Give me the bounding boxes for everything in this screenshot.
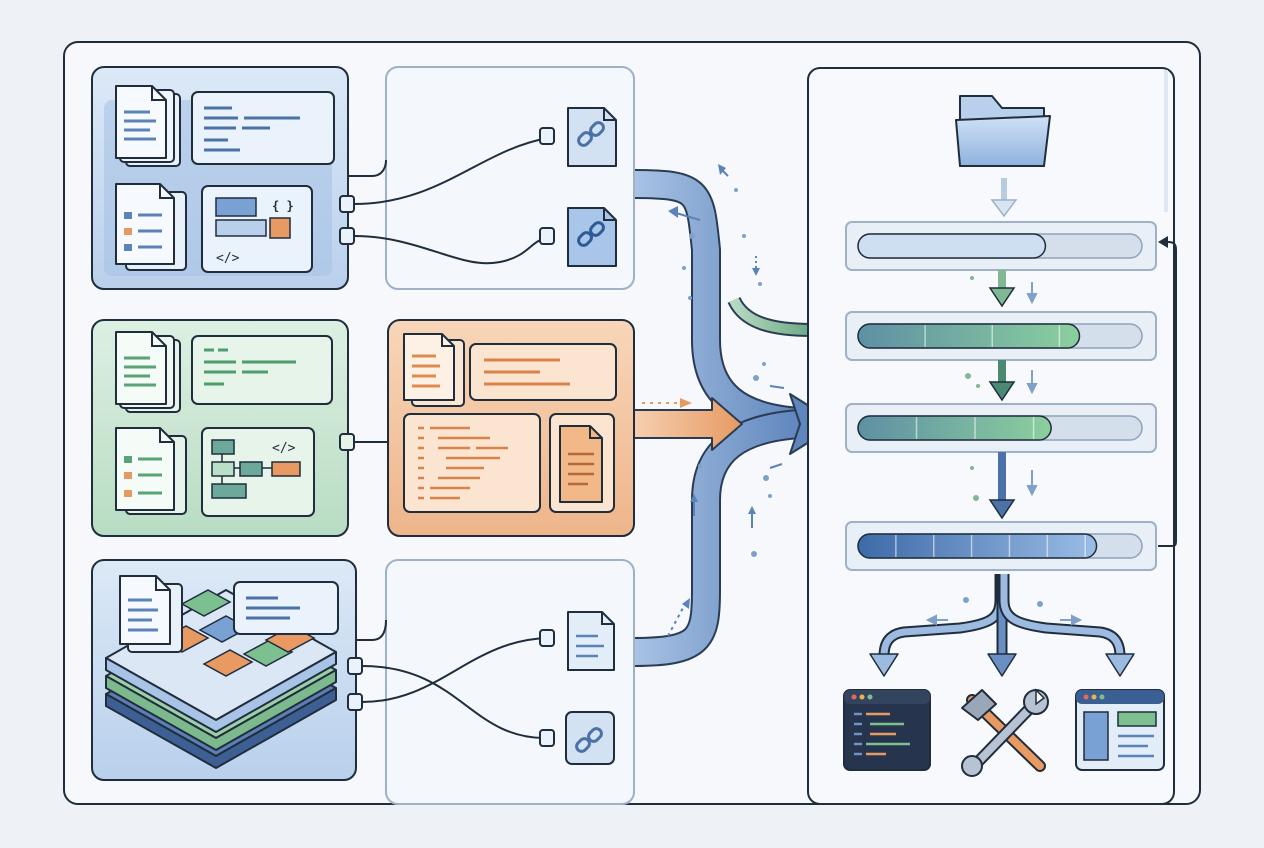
document-icon — [549, 413, 615, 513]
code-listing-card — [403, 413, 541, 513]
code-tag-label: </> — [216, 251, 240, 266]
code-tag-label: </> — [272, 441, 296, 456]
text-card — [469, 343, 617, 401]
pipeline-stage-row — [845, 403, 1157, 453]
browser-window-icon — [1075, 689, 1165, 771]
tools-icon — [961, 688, 1049, 777]
progress-fill — [857, 415, 1052, 441]
document-icon — [539, 611, 615, 671]
output-branch-arrows — [878, 574, 1126, 657]
source-panel-green: </> — [91, 319, 388, 537]
stage-arrows — [965, 70, 1177, 547]
progress-fill — [857, 233, 1047, 259]
layered-tiles-icon — [105, 575, 339, 769]
text-card — [191, 91, 335, 165]
pipeline-stages — [845, 221, 1157, 571]
document-stack-icon — [115, 85, 181, 167]
progress-fill — [857, 533, 1098, 559]
plug-icon — [339, 433, 355, 451]
document-stack-icon — [115, 331, 181, 413]
document-list-icon — [115, 427, 187, 515]
folder-icon — [955, 95, 1051, 167]
processing-panel-orange — [387, 319, 635, 537]
pipeline-stage-row — [845, 221, 1157, 271]
progress-fill — [857, 323, 1081, 349]
connector-wires-stack — [356, 619, 549, 740]
pipeline-stage-row — [845, 521, 1157, 571]
link-file-icon — [539, 207, 617, 267]
text-card — [191, 335, 333, 405]
code-brackets-label: { } — [272, 199, 294, 213]
connector-wires-blue — [348, 137, 549, 265]
link-file-icon — [539, 107, 617, 167]
pipeline-stage-row — [845, 311, 1157, 361]
code-editor-icon — [843, 689, 931, 771]
document-icon — [403, 333, 465, 407]
link-file-icon — [539, 711, 615, 765]
pipeline-panel — [807, 67, 1177, 805]
flowchart-card: </> — [201, 427, 315, 517]
output-particles — [925, 597, 1083, 626]
output-arrowheads — [869, 653, 1135, 677]
document-list-icon — [115, 183, 187, 271]
code-card: { } </> — [201, 185, 313, 273]
flow-particles — [642, 164, 785, 637]
